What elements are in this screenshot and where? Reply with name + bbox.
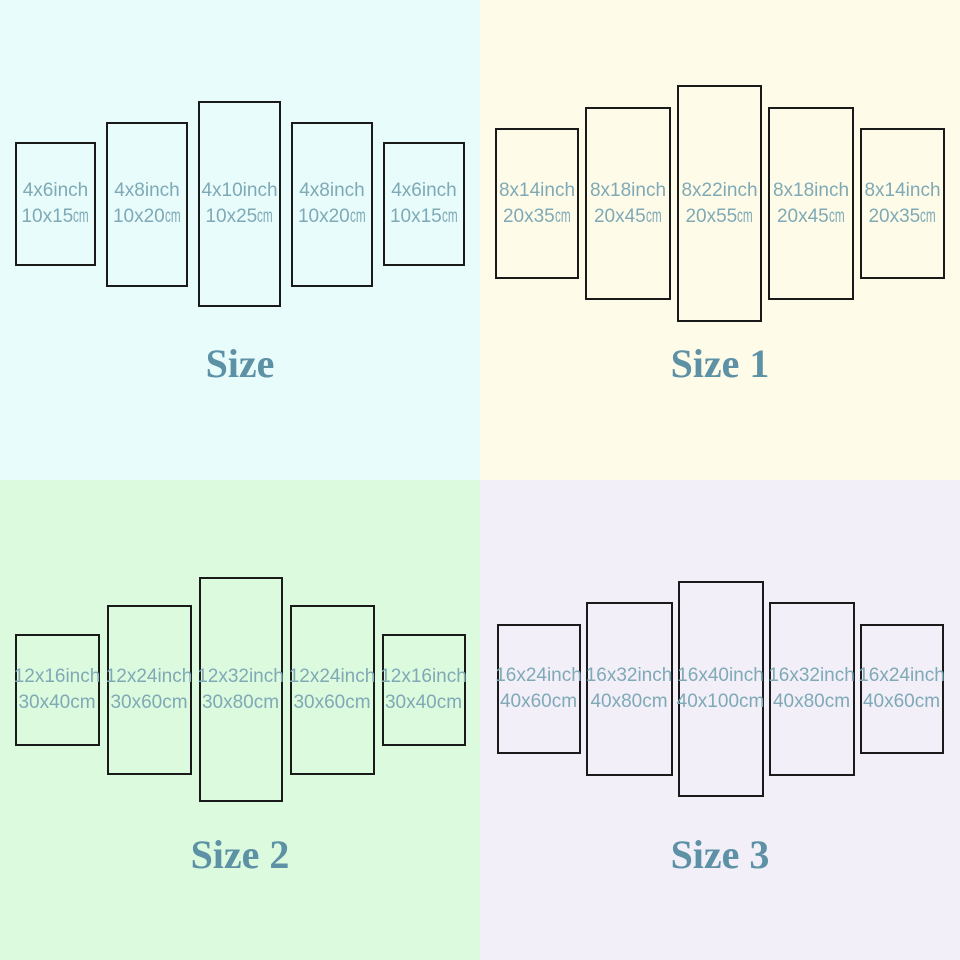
- quadrant-title: Size: [205, 341, 275, 386]
- panel-row: 8x14inch 20x35cm 8x18inch 20x45cm 8x22in…: [480, 85, 960, 322]
- canvas-panel: 12x16inch 30x40cm: [14, 633, 101, 746]
- panel-inch-text: 4x6inch: [22, 180, 89, 201]
- canvas-panel: 8x14inch 20x35cm: [860, 128, 945, 279]
- panel-inch-text: 16x24inch: [495, 665, 582, 686]
- panel-cm-text: 10x20cm: [112, 206, 181, 227]
- panel-cm-text: 40x80cm: [772, 691, 851, 712]
- quadrant-size-2: 12x16inch 30x40cm 12x24inch 30x60cm 12x3…: [0, 480, 480, 960]
- quadrant-size-1: 8x14inch 20x35cm 8x18inch 20x45cm 8x22in…: [480, 0, 960, 480]
- panel-cm-text: 30x40cm: [18, 691, 96, 713]
- canvas-panel: 4x10inch 10x25cm: [198, 101, 281, 307]
- panel-inch-text: 4x6inch: [391, 180, 457, 201]
- canvas-panel: 12x24inch 30x60cm: [289, 604, 376, 775]
- panel-size-label: 8x18inch 20x45cm: [590, 178, 666, 230]
- panel-size-label: 8x22inch 20x55cm: [681, 178, 757, 230]
- quadrant-title: Size 3: [670, 832, 770, 877]
- panel-inch-text: 16x32inch: [768, 665, 855, 686]
- canvas-panel: 12x24inch 30x60cm: [106, 604, 193, 775]
- canvas-panel: 8x18inch 20x45cm: [768, 107, 854, 300]
- canvas-panel: 8x18inch 20x45cm: [585, 107, 671, 300]
- panel-size-label: 16x24inch 40x60cm: [495, 663, 582, 715]
- canvas-panel: 16x24inch 40x60cm: [495, 624, 582, 754]
- panel-inch-text: 8x18inch: [772, 179, 850, 201]
- panel-cm-text: 40x100cm: [676, 691, 765, 712]
- panel-cm-text: 30x60cm: [110, 691, 188, 713]
- panel-inch-text: 12x24inch: [105, 665, 193, 687]
- panel-cm-text: 20x45cm: [776, 205, 845, 227]
- canvas-panel: 12x16inch 30x40cm: [380, 633, 467, 746]
- panel-inch-text: 12x24inch: [288, 665, 376, 687]
- panel-inch-text: 4x8inch: [299, 180, 365, 201]
- panel-inch-text: 16x32inch: [585, 665, 673, 686]
- canvas-panel: 4x8inch 10x20cm: [106, 121, 188, 287]
- panel-size-label: 4x8inch 10x20cm: [298, 178, 366, 230]
- panel-size-label: 16x24inch 40x60cm: [858, 663, 945, 715]
- quadrant-size: 4x6inch 10x15cm 4x8inch 10x20cm 4x10inch…: [0, 0, 480, 480]
- quadrant-title: Size 2: [190, 832, 290, 877]
- panel-size-label: 12x24inch 30x60cm: [106, 664, 193, 716]
- panel-size-label: 12x32inch 30x80cm: [197, 664, 284, 716]
- panel-size-label: 4x10inch 10x25cm: [201, 178, 277, 230]
- panel-inch-text: 8x22inch: [681, 179, 758, 201]
- panel-inch-text: 12x32inch: [197, 665, 284, 687]
- panel-inch-text: 8x14inch: [864, 179, 941, 201]
- panel-row: 12x16inch 30x40cm 12x24inch 30x60cm 12x3…: [0, 577, 480, 802]
- panel-cm-text: 40x80cm: [590, 691, 668, 712]
- canvas-panel: 12x32inch 30x80cm: [197, 577, 284, 802]
- panel-cm-text: 20x35cm: [502, 205, 571, 227]
- panel-cm-text: 20x45cm: [593, 205, 662, 227]
- canvas-panel: 16x24inch 40x60cm: [858, 624, 945, 754]
- panel-inch-text: 8x14inch: [498, 179, 576, 201]
- quadrant-title: Size 1: [670, 341, 770, 386]
- panel-size-label: 4x6inch 10x15cm: [390, 178, 458, 230]
- canvas-panel: 8x14inch 20x35cm: [495, 128, 579, 279]
- panel-inch-text: 4x10inch: [201, 180, 278, 201]
- panel-cm-text: 30x80cm: [201, 691, 280, 713]
- panel-inch-text: 16x40inch: [677, 665, 764, 686]
- panel-inch-text: 8x18inch: [589, 179, 667, 201]
- panel-cm-text: 30x40cm: [384, 691, 463, 713]
- panel-row: 16x24inch 40x60cm 16x32inch 40x80cm 16x4…: [480, 581, 960, 797]
- panel-size-label: 12x16inch 30x40cm: [380, 664, 467, 716]
- panel-cm-text: 40x60cm: [862, 691, 941, 712]
- canvas-panel: 16x32inch 40x80cm: [585, 602, 673, 776]
- canvas-panel: 4x8inch 10x20cm: [291, 121, 373, 287]
- panel-inch-text: 12x16inch: [13, 665, 101, 687]
- panel-cm-text: 30x60cm: [293, 691, 371, 713]
- canvas-panel: 4x6inch 10x15cm: [383, 142, 465, 266]
- panel-size-label: 8x14inch 20x35cm: [499, 178, 575, 230]
- panel-size-label: 12x16inch 30x40cm: [14, 664, 101, 716]
- quadrant-size-3: 16x24inch 40x60cm 16x32inch 40x80cm 16x4…: [480, 480, 960, 960]
- canvas-panel: 4x6inch 10x15cm: [15, 142, 96, 266]
- panel-inch-text: 16x24inch: [858, 665, 945, 686]
- panel-cm-text: 20x55cm: [685, 205, 753, 227]
- panel-inch-text: 4x8inch: [114, 180, 180, 201]
- panel-cm-text: 20x35cm: [868, 205, 936, 227]
- panel-size-label: 16x40inch 40x100cm: [677, 663, 765, 715]
- panel-size-label: 12x24inch 30x60cm: [289, 664, 376, 716]
- panel-size-label: 8x18inch 20x45cm: [773, 178, 849, 230]
- panel-size-label: 16x32inch 40x80cm: [586, 663, 673, 715]
- canvas-panel: 16x40inch 40x100cm: [677, 581, 765, 797]
- panel-size-label: 4x8inch 10x20cm: [113, 178, 181, 230]
- panel-cm-text: 40x60cm: [499, 691, 578, 712]
- panel-inch-text: 12x16inch: [380, 665, 467, 687]
- panel-size-label: 4x6inch 10x15cm: [21, 178, 89, 230]
- panel-size-label: 16x32inch 40x80cm: [768, 663, 855, 715]
- panel-row: 4x6inch 10x15cm 4x8inch 10x20cm 4x10inch…: [0, 101, 480, 307]
- panel-cm-text: 10x15cm: [389, 206, 458, 227]
- canvas-panel: 16x32inch 40x80cm: [768, 602, 855, 776]
- canvas-panel: 8x22inch 20x55cm: [677, 85, 762, 322]
- panel-cm-text: 10x20cm: [297, 206, 366, 227]
- panel-cm-text: 10x15cm: [21, 206, 89, 227]
- panel-size-label: 8x14inch 20x35cm: [864, 178, 940, 230]
- panel-cm-text: 10x25cm: [205, 206, 273, 227]
